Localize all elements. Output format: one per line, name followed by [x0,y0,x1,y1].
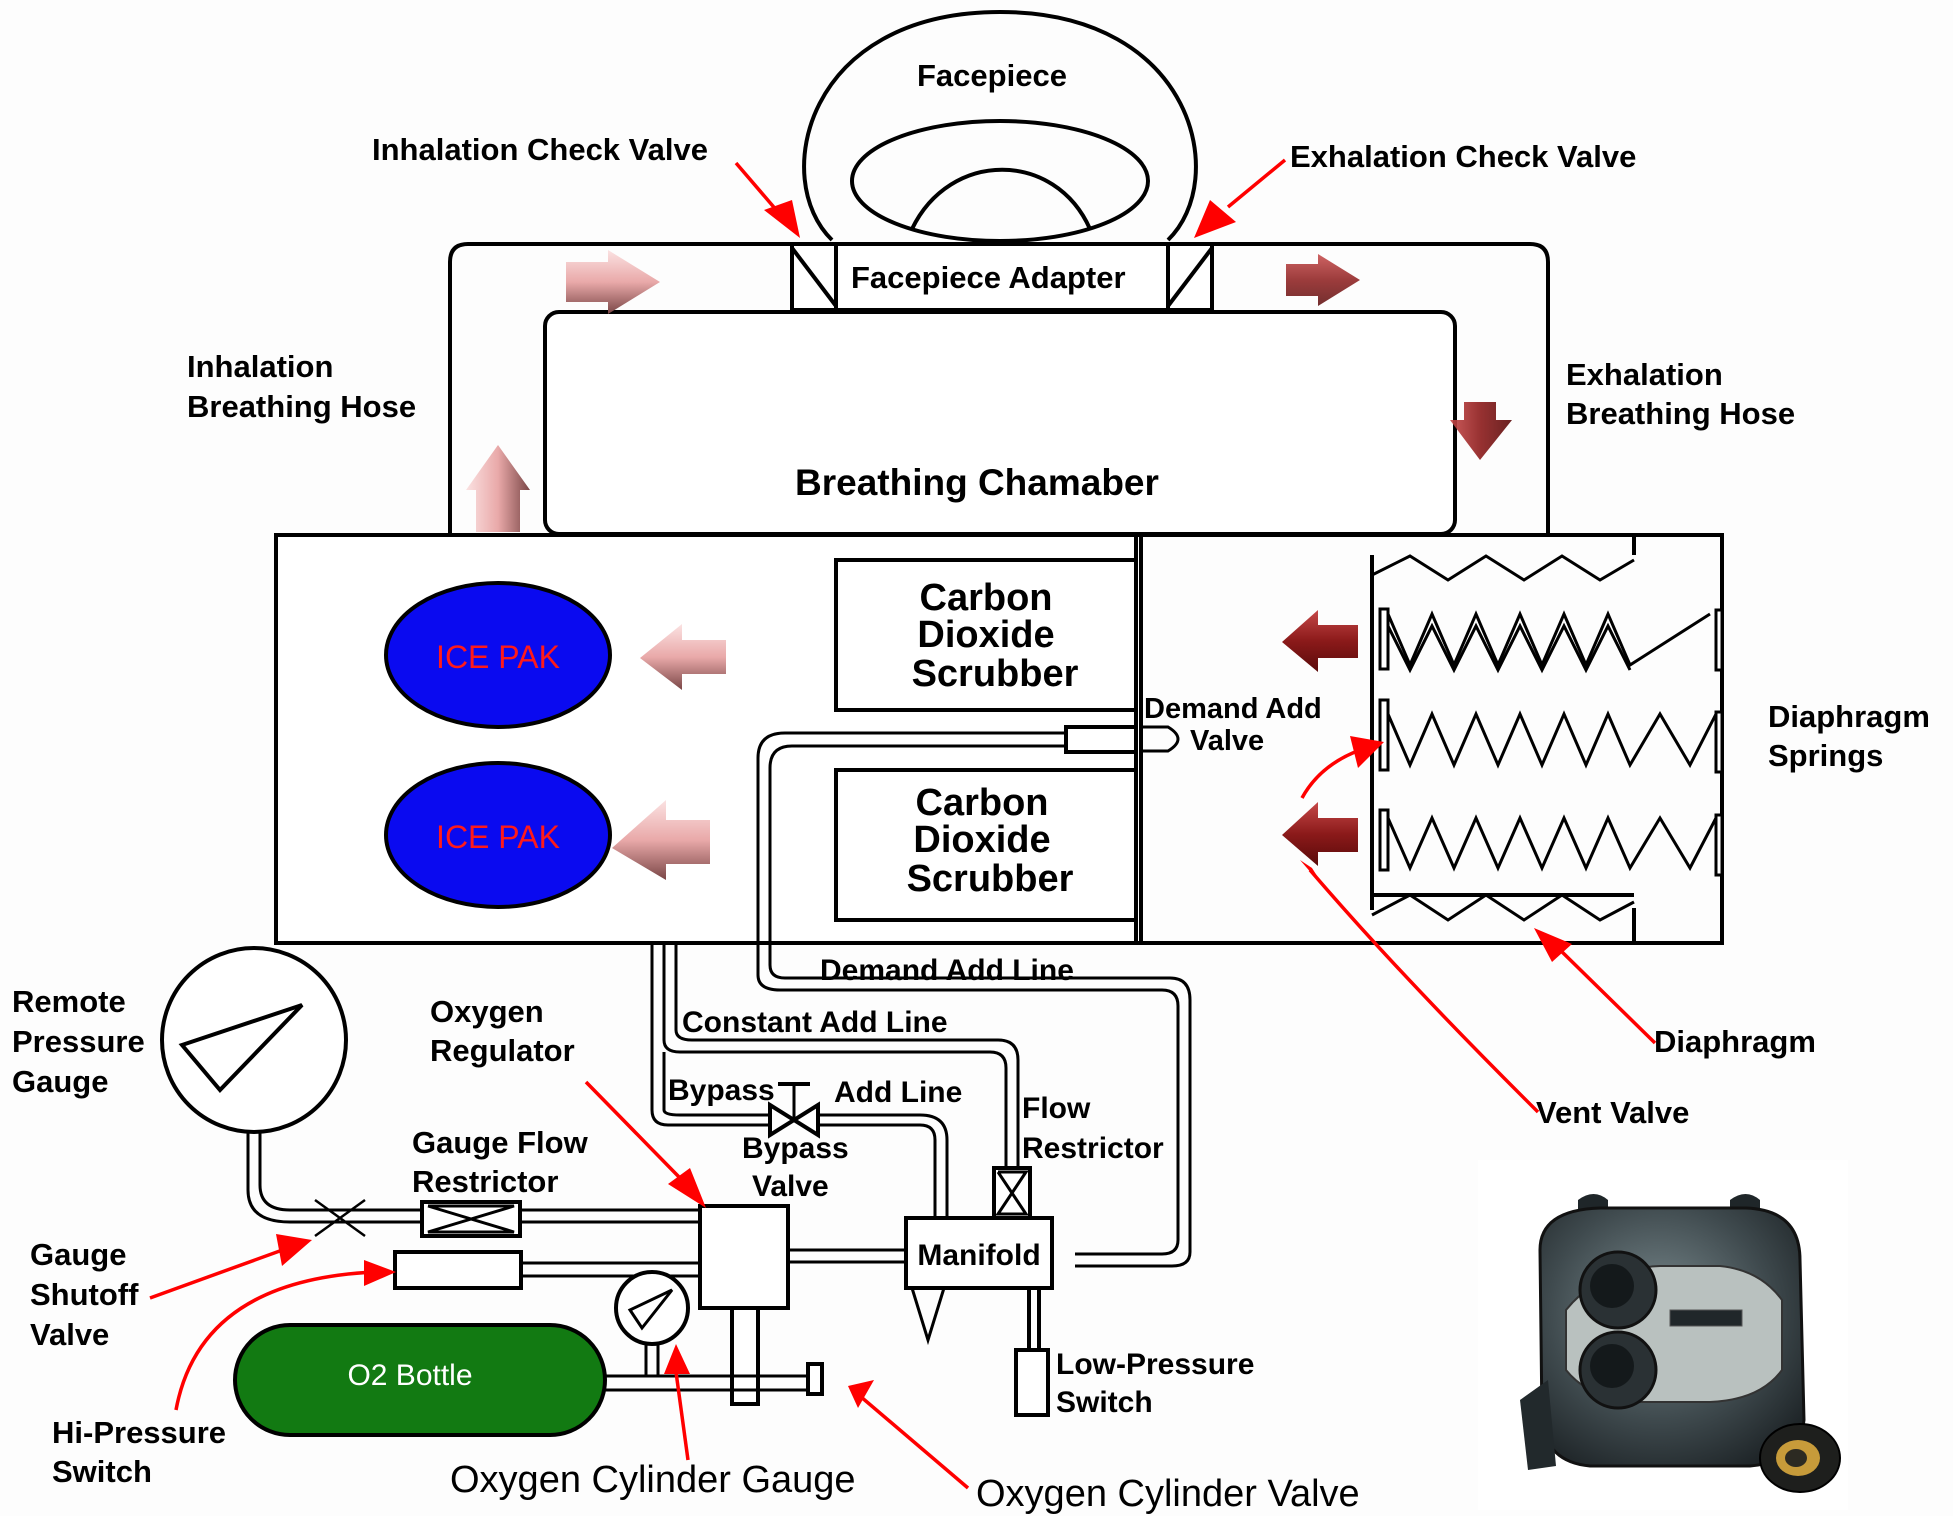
facepiece-adapter-label: Facepiece Adapter [851,260,1126,295]
gauge-shutoff-valve [314,1198,366,1238]
flow-direction-arrows [466,250,1512,880]
gauge-flow-restrictor-label-2: Restrictor [412,1164,558,1199]
o2-bottle [233,1323,607,1437]
bypass-label: Bypass [668,1074,775,1107]
facepiece-label: Facepiece [917,58,1067,93]
vent-valve-label: Vent Valve [1536,1095,1689,1130]
ice-pak-bottom: ICE PAK [384,761,612,909]
flow-arrow-icon [1282,802,1358,866]
scrubber-top-line1: Carbon [920,577,1053,619]
scrubber-top-line3: Scrubber [912,653,1079,695]
flow-restrictor [992,1166,1032,1220]
demand-add-line-label: Demand Add Line [820,954,1074,987]
flow-arrow-icon [1450,402,1512,460]
low-pressure-switch-label-2: Switch [1056,1386,1153,1419]
manifold-nozzle [910,1287,946,1346]
gauge-shutoff-valve-label-1: Gauge [30,1237,126,1272]
scrubber-bottom-line2: Dioxide [913,819,1050,861]
flow-arrow-icon [466,445,530,532]
hi-pressure-switch-label-2: Switch [52,1454,152,1489]
callout-pointers [149,158,1657,1490]
constant-add-line-label: Constant Add Line [682,1006,948,1039]
oxygen-regulator [698,1204,790,1310]
scrubber-bottom-line1: Carbon [916,782,1049,824]
low-pressure-switch [1014,1348,1050,1417]
low-pressure-switch-label-1: Low-Pressure [1056,1348,1254,1381]
gauge-shutoff-valve-label-3: Valve [30,1317,109,1352]
diaphragm-spring-1b [1386,622,1632,674]
demand-add-valve [1064,725,1180,754]
co2-scrubber-bottom [834,768,1138,922]
co2-scrubber-top [834,558,1138,712]
inhalation-check-valve-label: Inhalation Check Valve [372,132,708,167]
gauge-flow-restrictor-label-1: Gauge Flow [412,1125,589,1160]
flow-restrictor-label-2: Restrictor [1022,1132,1164,1165]
ice-pak-top-label: ICE PAK [436,639,560,675]
inhalation-hose-label-1: Inhalation [187,349,333,384]
oxygen-cylinder-gauge [614,1270,690,1376]
flow-arrow-icon [612,800,710,880]
bypass-valve-label-2: Valve [752,1170,829,1203]
remote-pressure-gauge-label-1: Remote [12,984,126,1019]
exhalation-hose-label-1: Exhalation [1566,357,1723,392]
ice-pak-top: ICE PAK [384,581,612,729]
diaphragm-springs-label-2: Springs [1768,738,1883,773]
gauge-flow-restrictor [420,1200,522,1238]
add-line-label: Add Line [834,1076,962,1109]
gauge-shutoff-valve-label-2: Shutoff [30,1277,139,1312]
rebreather-unit-photo [1478,1160,1848,1510]
oxygen-cylinder-valve [806,1362,824,1396]
scrubber-top-line2: Dioxide [917,614,1054,656]
manifold-label: Manifold [917,1239,1040,1272]
oxygen-cylinder-gauge-label: Oxygen Cylinder Gauge [450,1459,856,1501]
breathing-chamber-label: Breathing Chamaber [795,462,1159,503]
flow-arrow-icon [640,624,726,690]
facepiece [802,9,1198,243]
exhalation-hose-label-2: Breathing Hose [1566,396,1795,431]
diaphragm-springs-label-1: Diaphragm [1768,699,1930,734]
remote-pressure-gauge-label-3: Gauge [12,1064,108,1099]
diaphragm-label: Diaphragm [1654,1024,1816,1059]
oxygen-regulator-label-2: Regulator [430,1033,575,1068]
flow-arrow-icon [566,250,660,314]
diaphragm-spring-1 [1386,610,1711,669]
hi-pressure-switch-label-1: Hi-Pressure [52,1415,226,1450]
diaphragm-spring-3 [1386,814,1718,872]
diaphragm-assembly [1370,554,1724,922]
exhalation-check-valve-label: Exhalation Check Valve [1290,139,1636,174]
demand-add-line [756,731,1192,1268]
bypass-valve [768,1082,820,1139]
flow-restrictor-label-1: Flow [1022,1092,1091,1125]
flow-arrow-icon [1286,254,1360,306]
flow-arrow-icon [1282,610,1358,672]
remote-pressure-gauge-label-2: Pressure [12,1024,145,1059]
demand-add-valve-label-1: Demand Add [1144,693,1322,725]
facepiece-lens [850,119,1150,243]
oxygen-regulator-label-1: Oxygen [430,994,544,1029]
ice-pak-bottom-label: ICE PAK [436,819,560,855]
inhalation-hose-label-2: Breathing Hose [187,389,416,424]
diaphragm-spring-2 [1386,710,1718,769]
remote-pressure-gauge [160,946,700,1224]
scrubber-bottom-line3: Scrubber [907,858,1074,900]
hi-pressure-switch [393,1250,523,1290]
o2-bottle-label: O2 Bottle [347,1359,472,1392]
bypass-valve-label-1: Bypass [742,1132,849,1165]
demand-add-valve-label-2: Valve [1190,725,1264,757]
oxygen-cylinder-valve-label: Oxygen Cylinder Valve [976,1473,1360,1515]
constant-add-line [650,943,1020,1218]
manifold [904,1216,1054,1290]
